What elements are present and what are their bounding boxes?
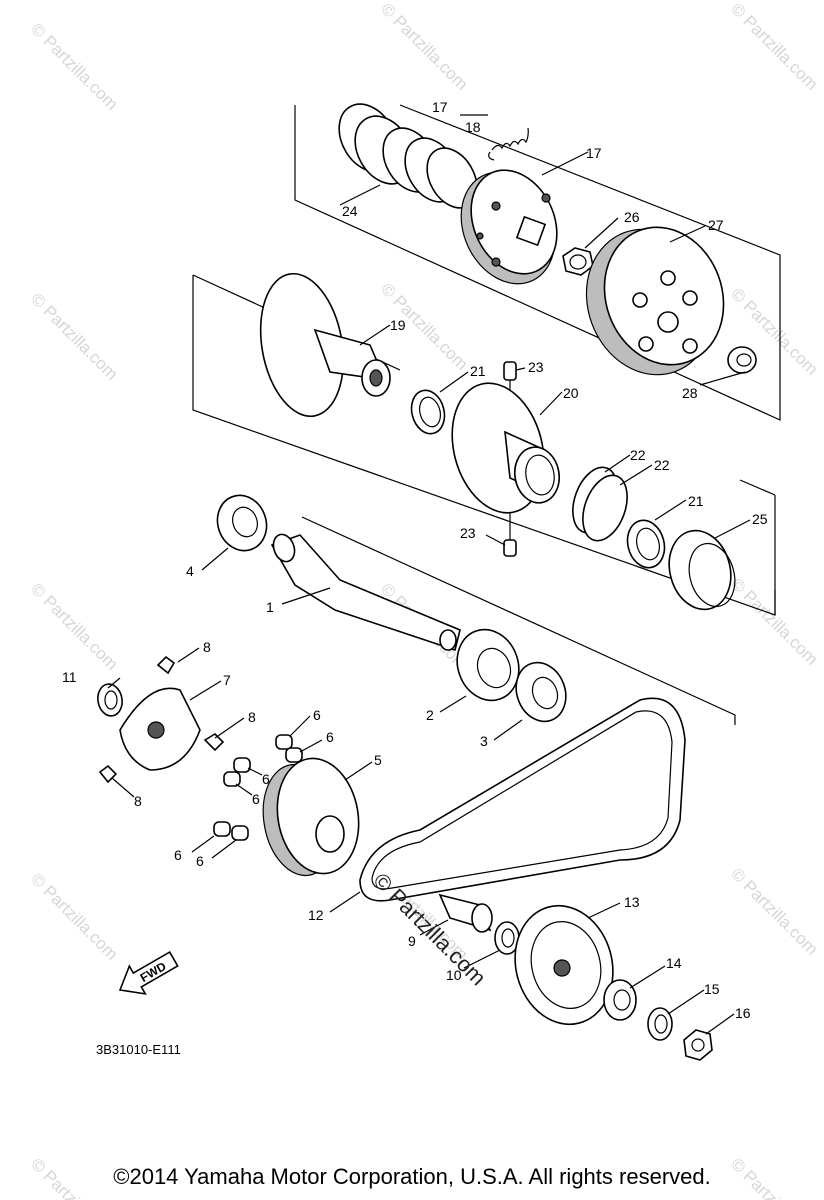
v-belt-12 bbox=[359, 697, 686, 902]
washer-15 bbox=[647, 1007, 673, 1041]
primary-shaft bbox=[270, 533, 461, 652]
bearing-4 bbox=[216, 494, 268, 552]
watermark: © Partzilla.com bbox=[27, 869, 121, 963]
callout-21a: 21 bbox=[470, 363, 486, 379]
callout-24: 24 bbox=[342, 203, 358, 219]
callout-25: 25 bbox=[752, 511, 768, 527]
clutch-spring-rings bbox=[338, 103, 478, 209]
nut-16 bbox=[683, 1029, 713, 1061]
callout-26: 26 bbox=[624, 209, 640, 225]
callout-17b: 17 bbox=[586, 145, 602, 161]
callout-17a: 17 bbox=[432, 99, 448, 115]
oil-seal-21b bbox=[626, 519, 666, 569]
oil-seal-21 bbox=[410, 389, 446, 435]
watermark: © Partzilla.com bbox=[27, 289, 121, 383]
secondary-sheave-fixed bbox=[259, 272, 391, 418]
watermark: © Partzilla.com bbox=[727, 574, 821, 668]
nut-26 bbox=[562, 247, 594, 276]
callout-6f: 6 bbox=[196, 853, 204, 869]
callout-18: 18 bbox=[465, 119, 481, 135]
callout-6e: 6 bbox=[174, 847, 182, 863]
callout-23a: 23 bbox=[528, 359, 544, 375]
primary-sheave-5 bbox=[262, 757, 360, 877]
callout-8a: 8 bbox=[203, 639, 211, 655]
callout-22b: 22 bbox=[654, 457, 670, 473]
pin-23-bottom bbox=[503, 539, 517, 557]
callout-6a: 6 bbox=[313, 707, 321, 723]
callout-6c: 6 bbox=[262, 771, 270, 787]
bearing-2 bbox=[456, 628, 520, 702]
callout-9: 9 bbox=[408, 933, 416, 949]
weights-6 bbox=[213, 734, 303, 841]
callout-21b: 21 bbox=[688, 493, 704, 509]
callout-5: 5 bbox=[374, 752, 382, 768]
watermark: © Partzilla.com bbox=[727, 0, 821, 94]
callout-labels: 17 18 17 24 26 27 19 21 23 20 28 22 22 2… bbox=[62, 99, 768, 1021]
callout-22a: 22 bbox=[630, 447, 646, 463]
ratchet-14 bbox=[603, 979, 637, 1021]
watermark: © Partzilla.com bbox=[27, 579, 121, 673]
bearing-3 bbox=[515, 661, 567, 723]
collar-9 bbox=[438, 893, 493, 933]
callout-1: 1 bbox=[266, 599, 274, 615]
callout-12: 12 bbox=[308, 907, 324, 923]
callout-7: 7 bbox=[223, 672, 231, 688]
secondary-sheave-sliding bbox=[451, 382, 561, 514]
callout-19: 19 bbox=[390, 317, 406, 333]
callout-8b: 8 bbox=[248, 709, 256, 725]
callout-28: 28 bbox=[682, 385, 698, 401]
callout-8c: 8 bbox=[134, 793, 142, 809]
callout-2: 2 bbox=[426, 707, 434, 723]
clutch-housing bbox=[585, 226, 725, 376]
small-spring bbox=[488, 127, 529, 161]
callout-15: 15 bbox=[704, 981, 720, 997]
leader-lines bbox=[107, 114, 751, 1035]
part-code: 3B31010-E111 bbox=[96, 1042, 181, 1057]
copyright-notice: ©2014 Yamaha Motor Corporation, U.S.A. A… bbox=[113, 1164, 711, 1189]
callout-16: 16 bbox=[735, 1005, 751, 1021]
watermark: © Partzilla.com bbox=[727, 864, 821, 958]
callout-10: 10 bbox=[446, 967, 462, 983]
callout-6d: 6 bbox=[252, 791, 260, 807]
callout-27: 27 bbox=[708, 217, 724, 233]
callout-13: 13 bbox=[624, 894, 640, 910]
callout-23b: 23 bbox=[460, 525, 476, 541]
fwd-arrow-icon: FWD bbox=[118, 950, 179, 995]
callout-11: 11 bbox=[62, 669, 77, 685]
watermark: © Partzilla.com bbox=[377, 0, 471, 94]
callout-14: 14 bbox=[666, 955, 682, 971]
collar-25 bbox=[668, 529, 736, 611]
watermark: © Partzilla.com bbox=[27, 19, 121, 113]
clutch-carrier bbox=[460, 169, 558, 285]
callout-20: 20 bbox=[563, 385, 579, 401]
o-rings-22 bbox=[572, 466, 628, 542]
fan-sheave-13 bbox=[514, 904, 614, 1026]
callout-6b: 6 bbox=[326, 729, 334, 745]
nut-28 bbox=[727, 346, 757, 374]
callout-3: 3 bbox=[480, 733, 488, 749]
washer-11 bbox=[97, 683, 123, 717]
cam-plate-7 bbox=[119, 687, 201, 771]
callout-4: 4 bbox=[186, 563, 194, 579]
